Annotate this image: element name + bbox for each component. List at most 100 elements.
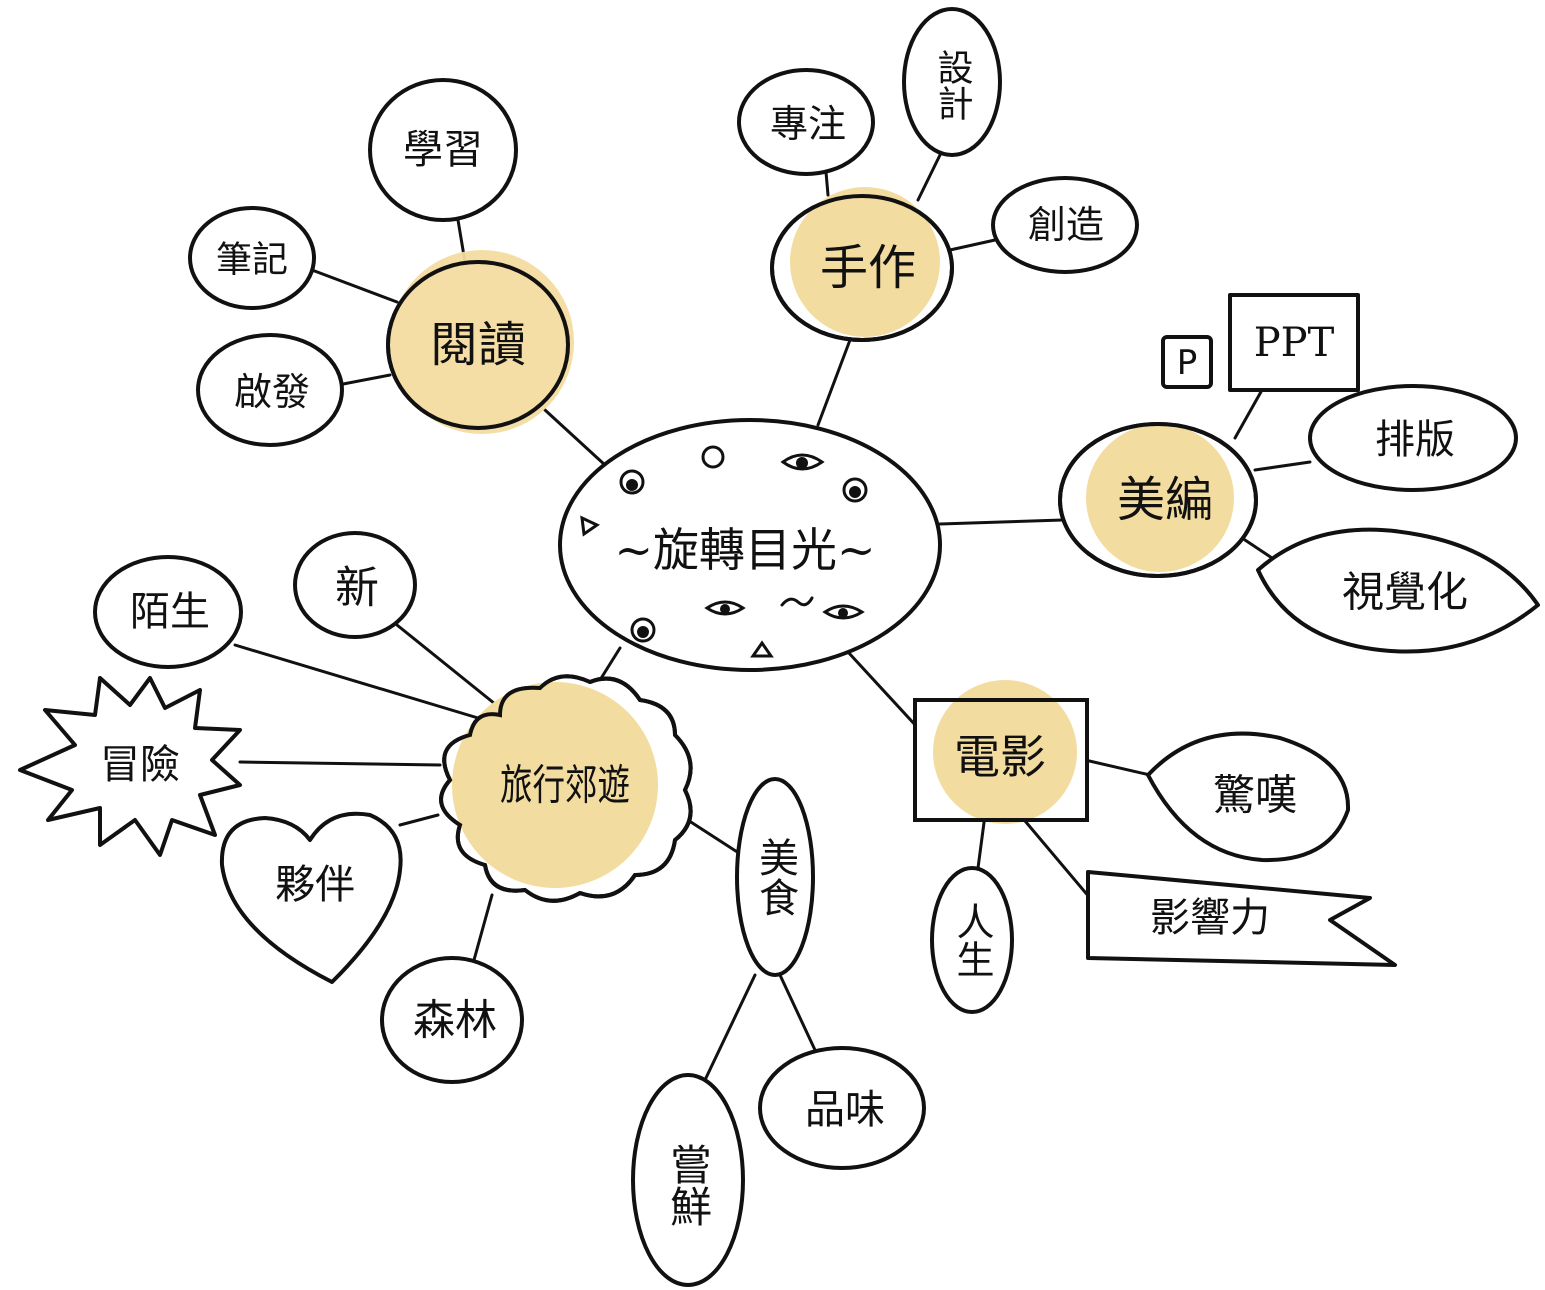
node-design-shape (902, 7, 1002, 157)
node-layout-label: 排版 (1375, 417, 1455, 463)
center-node[interactable]: ~旋轉目光~ (558, 418, 942, 672)
node-travel-outline (439, 674, 693, 903)
node-notes[interactable]: 筆記 (188, 206, 316, 310)
node-ppt-label: PPT (1254, 320, 1335, 366)
node-travel-label: 旅行郊遊 (500, 761, 630, 810)
connector-film-life (976, 813, 987, 870)
node-focus-shape (737, 68, 875, 176)
node-p-shape (1161, 335, 1213, 389)
node-p[interactable]: P (1161, 335, 1213, 389)
node-film-label: 電影 (954, 730, 1046, 784)
connector-center-film (846, 650, 920, 730)
node-reading[interactable]: 閱讀 (386, 250, 574, 434)
eye-icon (704, 600, 746, 616)
highlight-dot (390, 250, 574, 434)
circle-icon (701, 445, 725, 469)
node-life[interactable]: 人生 (930, 866, 1014, 1014)
node-inspire[interactable]: 啟發 (196, 333, 344, 447)
triangle-icon (580, 515, 601, 537)
connector-travel-partner (398, 813, 440, 827)
node-savor[interactable]: 品味 (758, 1046, 926, 1170)
node-adventure-label: 冒險 (100, 742, 180, 788)
node-inspire-label: 啟發 (234, 370, 310, 414)
connector-craft-design (916, 153, 942, 202)
connectors (233, 153, 1312, 1082)
connector-center-travel (598, 646, 622, 682)
node-ppt-shape (1228, 293, 1360, 392)
eye-icon (780, 453, 825, 471)
node-food-shape (735, 777, 815, 977)
eye-icon (822, 604, 865, 620)
connector-travel-new (395, 623, 507, 714)
node-stranger-label: 陌生 (130, 589, 210, 635)
node-notes-label: 筆記 (216, 240, 288, 281)
connector-film-influence (1018, 813, 1092, 900)
node-influence[interactable]: 影響力 (1086, 870, 1397, 967)
highlight-dot (933, 680, 1077, 824)
node-film[interactable]: 電影 (913, 680, 1089, 824)
node-film-outline (913, 698, 1089, 822)
node-craft-outline (770, 194, 954, 342)
connector-craft-focus (824, 170, 830, 197)
node-partner[interactable]: 夥伴 (219, 811, 403, 984)
highlight-dot (452, 682, 658, 888)
highlight-dot (1086, 424, 1234, 572)
node-new[interactable]: 新 (293, 531, 417, 639)
connector-craft-create (948, 238, 997, 252)
node-forest-shape (380, 956, 524, 1084)
node-adventure[interactable]: 冒險 (18, 676, 242, 857)
node-study-label: 學習 (403, 127, 483, 173)
node-layout-shape (1308, 384, 1518, 492)
node-forest[interactable]: 森林 (380, 956, 524, 1084)
node-create[interactable]: 創造 (991, 176, 1139, 274)
eye-icon (842, 477, 868, 503)
center-node-label: ~旋轉目光~ (614, 523, 875, 577)
node-partner-label: 夥伴 (275, 862, 355, 908)
connector-center-editing (938, 518, 1065, 526)
node-influence-label: 影響力 (1150, 895, 1270, 941)
triangle-icon (750, 640, 774, 658)
connector-center-reading (543, 408, 607, 467)
connector-reading-notes (310, 268, 399, 304)
node-p-label: P (1177, 343, 1198, 383)
node-taste-new[interactable]: 嘗鮮 (631, 1073, 745, 1287)
node-life-shape (930, 866, 1014, 1014)
node-visual[interactable]: 視覺化 (1256, 527, 1540, 654)
node-reading-label: 閱讀 (430, 317, 526, 373)
eye-icon (619, 469, 645, 495)
node-ppt[interactable]: PPT (1228, 293, 1360, 392)
node-stranger[interactable]: 陌生 (93, 555, 243, 669)
node-savor-shape (758, 1046, 926, 1170)
node-editing[interactable]: 美編 (1058, 422, 1258, 578)
node-partner-shape (219, 811, 403, 984)
node-influence-shape (1086, 870, 1397, 967)
node-focus-label: 專注 (770, 102, 846, 146)
connector-food-taste-new (703, 973, 757, 1082)
node-new-label: 新 (335, 563, 379, 614)
node-study-shape (368, 78, 518, 222)
highlight-dot (790, 187, 940, 337)
connector-editing-layout (1253, 460, 1312, 472)
connector-center-craft (816, 338, 852, 427)
node-amaze-label: 驚嘆 (1213, 771, 1297, 820)
node-food[interactable]: 美食 (735, 777, 815, 977)
node-food-label: 美食 (752, 837, 798, 917)
node-travel[interactable]: 旅行郊遊 (439, 674, 693, 903)
node-focus[interactable]: 專注 (737, 68, 875, 176)
node-adventure-shape (18, 676, 242, 857)
node-create-shape (991, 176, 1139, 274)
node-amaze[interactable]: 驚嘆 (1146, 731, 1351, 863)
node-stranger-shape (93, 555, 243, 669)
node-new-shape (293, 531, 417, 639)
connector-food-savor (778, 973, 817, 1052)
node-editing-label: 美編 (1117, 472, 1213, 528)
node-study[interactable]: 學習 (368, 78, 518, 222)
node-inspire-shape (196, 333, 344, 447)
node-reading-outline (386, 260, 570, 430)
connector-reading-inspire (336, 373, 392, 387)
node-craft-label: 手作 (820, 240, 916, 296)
node-design[interactable]: 設計 (902, 7, 1002, 157)
node-layout[interactable]: 排版 (1308, 384, 1518, 492)
node-craft[interactable]: 手作 (770, 187, 954, 342)
